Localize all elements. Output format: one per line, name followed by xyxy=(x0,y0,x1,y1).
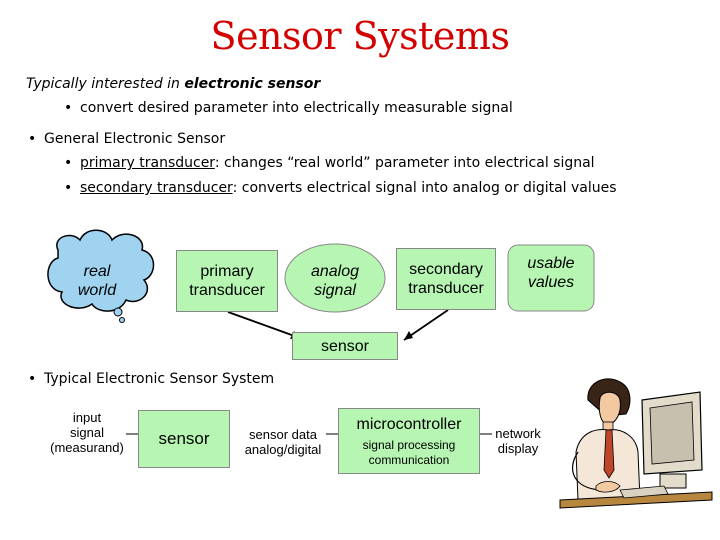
sensor-data-label: sensor data analog/digital xyxy=(238,427,328,457)
general-heading: General Electronic Sensor xyxy=(28,131,225,147)
display-line: display xyxy=(497,441,539,456)
secondary-description: : converts electrical signal into analog… xyxy=(232,180,617,196)
arrow-primary-to-sensor xyxy=(227,311,301,339)
input-signal-line3: (measurand) xyxy=(50,440,124,455)
sensor-data-line2: analog/digital xyxy=(244,442,322,457)
general-primary-bullet: primary transducer: changes “real world”… xyxy=(64,155,595,171)
intro-line: Typically interested in electronic senso… xyxy=(26,76,320,92)
intro-bullet: convert desired parameter into electrica… xyxy=(64,100,513,116)
input-signal-label: input signal (measurand) xyxy=(44,410,130,455)
general-secondary-bullet: secondary transducer: converts electrica… xyxy=(64,180,617,196)
microcontroller-sub1: signal processing xyxy=(362,437,456,452)
usable-values-box xyxy=(507,244,595,312)
analog-signal-line2: signal xyxy=(314,282,356,299)
analog-signal-line1: analog xyxy=(310,263,360,280)
primary-transducer-box: primary transducer xyxy=(176,250,278,312)
microcontroller-title: microcontroller xyxy=(356,415,462,433)
sensor-data-line1: sensor data xyxy=(249,427,317,442)
secondary-transducer-line2: transducer xyxy=(408,280,484,297)
usable-values-line1: usable xyxy=(527,255,575,272)
secondary-term: secondary transducer xyxy=(80,180,233,196)
sensor-label-box: sensor xyxy=(292,332,398,360)
secondary-transducer-box: secondary transducer xyxy=(396,248,496,310)
input-signal-line2: signal xyxy=(70,425,104,440)
page-title: Sensor Systems xyxy=(210,14,510,58)
network-display-label: network display xyxy=(490,426,546,456)
primary-description: : changes “real world” parameter into el… xyxy=(214,155,595,171)
analog-signal-ellipse xyxy=(284,243,386,313)
intro-emphasis: electronic sensor xyxy=(184,76,321,92)
real-world-label: real world xyxy=(62,262,132,300)
usable-values-label: usable values xyxy=(508,254,594,292)
usable-values-line2: values xyxy=(527,274,575,291)
cloud-shape xyxy=(47,229,155,323)
typical-heading: Typical Electronic Sensor System xyxy=(28,371,274,387)
input-signal-line1: input xyxy=(72,410,102,425)
real-world-line1: real xyxy=(83,263,111,280)
intro-prefix: Typically interested in xyxy=(26,76,185,92)
arrow-secondary-to-sensor xyxy=(403,309,449,341)
secondary-transducer-line1: secondary xyxy=(409,261,483,278)
primary-transducer-line1: primary xyxy=(200,263,254,280)
analog-signal-label: analog signal xyxy=(292,262,378,300)
microcontroller-sub2: communication xyxy=(368,452,450,467)
sensor-box: sensor xyxy=(138,410,230,468)
real-world-line2: world xyxy=(77,282,117,299)
primary-transducer-line2: transducer xyxy=(189,282,265,299)
microcontroller-box: microcontroller signal processing commun… xyxy=(338,408,480,474)
primary-term: primary transducer xyxy=(80,155,215,171)
network-line: network xyxy=(495,426,541,441)
